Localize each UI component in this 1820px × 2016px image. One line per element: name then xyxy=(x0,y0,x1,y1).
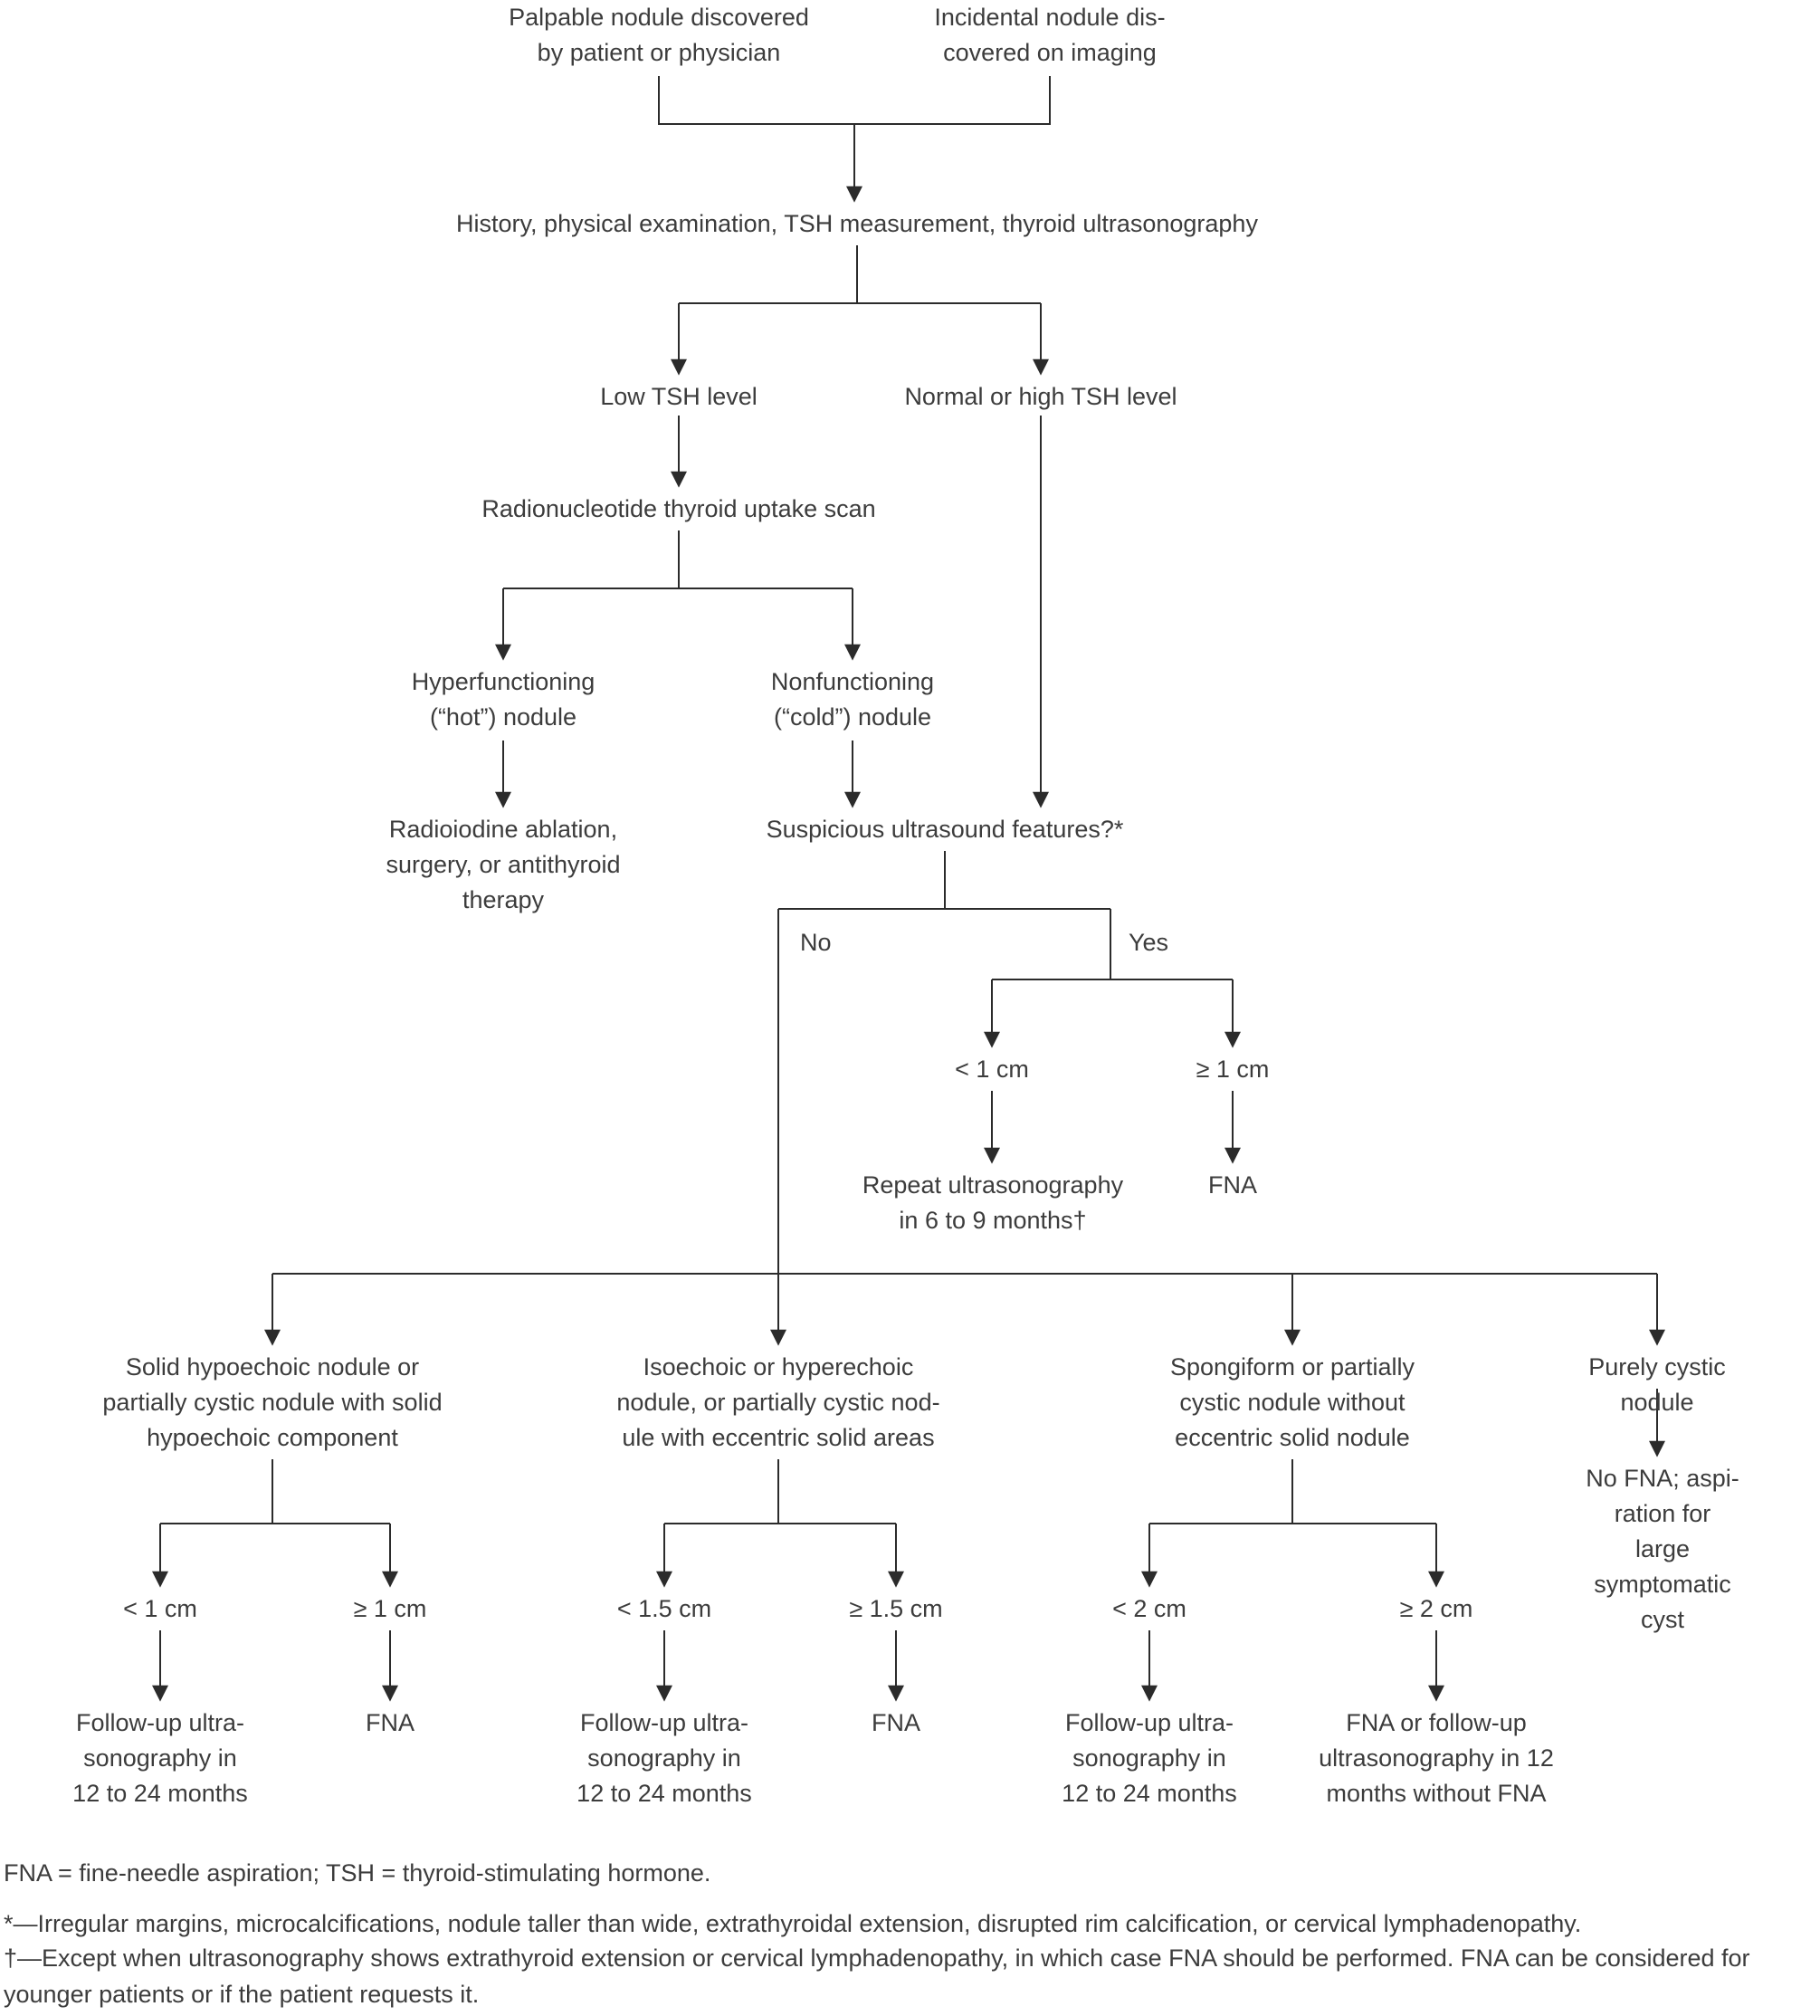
node-b3-over-2cm: ≥ 2 cm xyxy=(1399,1595,1473,1622)
node-palpable-discovery: Palpable nodule discovered by patient or… xyxy=(509,4,809,66)
node-b1-followup: Follow-up ultra- sonography in 12 to 24 … xyxy=(72,1709,248,1807)
node-b2-followup: Follow-up ultra- sonography in 12 to 24 … xyxy=(576,1709,752,1807)
branch-label-yes: Yes xyxy=(1129,929,1169,956)
node-suspicious-features: Suspicious ultrasound features?* xyxy=(766,816,1124,843)
node-no-fna-aspiration: No FNA; aspi- ration for large symptomat… xyxy=(1586,1465,1739,1633)
footnote-abbreviations: FNA = fine-needle aspiration; TSH = thyr… xyxy=(4,1859,711,1887)
node-ablation-therapy: Radioiodine ablation, surgery, or antith… xyxy=(386,816,621,913)
node-isoechoic-hyperechoic: Isoechoic or hyperechoic nodule, or part… xyxy=(616,1353,940,1451)
node-initial-workup: History, physical examination, TSH measu… xyxy=(456,210,1258,237)
node-solid-hypoechoic: Solid hypoechoic nodule or partially cys… xyxy=(102,1353,443,1451)
node-cold-nodule: Nonfunctioning (“cold”) nodule xyxy=(770,668,935,731)
node-b1-over-1cm: ≥ 1 cm xyxy=(353,1595,427,1622)
node-purely-cystic: Purely cystic nodule xyxy=(1588,1353,1726,1416)
node-b3-under-2cm: < 2 cm xyxy=(1112,1595,1186,1622)
connector-lines xyxy=(152,76,1665,1702)
node-low-tsh: Low TSH level xyxy=(600,383,758,410)
node-b3-fna-or-followup: FNA or follow-up ultrasonography in 12 m… xyxy=(1319,1709,1554,1807)
node-b2-under-1-5cm: < 1.5 cm xyxy=(616,1595,712,1622)
footnote-dagger: †—Except when ultrasonography shows extr… xyxy=(4,1944,1750,2008)
node-b1-fna: FNA xyxy=(366,1709,415,1736)
node-normal-high-tsh: Normal or high TSH level xyxy=(904,383,1177,410)
node-b3-followup: Follow-up ultra- sonography in 12 to 24 … xyxy=(1062,1709,1237,1807)
node-b1-under-1cm: < 1 cm xyxy=(123,1595,197,1622)
node-yes-fna: FNA xyxy=(1208,1171,1257,1199)
node-hot-nodule: Hyperfunctioning (“hot”) nodule xyxy=(411,668,596,731)
node-repeat-ultrasound: Repeat ultrasonography in 6 to 9 months† xyxy=(862,1171,1124,1234)
node-yes-under-1cm: < 1 cm xyxy=(955,1056,1029,1083)
node-uptake-scan: Radionucleotide thyroid uptake scan xyxy=(481,495,876,522)
node-b2-fna: FNA xyxy=(872,1709,920,1736)
node-spongiform: Spongiform or partially cystic nodule wi… xyxy=(1169,1353,1415,1451)
node-b2-over-1-5cm: ≥ 1.5 cm xyxy=(849,1595,943,1622)
footnote-asterisk: *—Irregular margins, microcalcifications… xyxy=(4,1910,1582,1937)
node-incidental-discovery: Incidental nodule dis- covered on imagin… xyxy=(934,4,1166,66)
node-yes-over-1cm: ≥ 1 cm xyxy=(1196,1056,1270,1083)
branch-label-no: No xyxy=(800,929,832,956)
